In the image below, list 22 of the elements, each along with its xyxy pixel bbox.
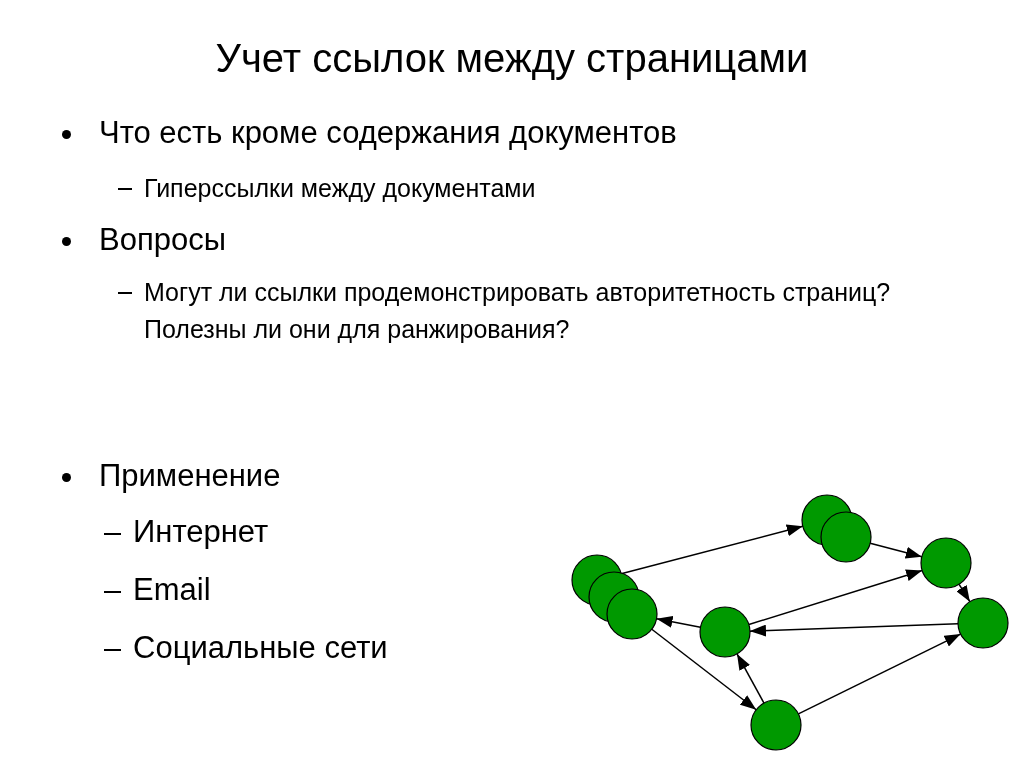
arrow — [869, 542, 923, 559]
arrow — [956, 583, 971, 603]
arrow — [749, 623, 959, 637]
bullet-text: Применение — [99, 457, 282, 495]
bullet-text: Вопросы — [99, 221, 227, 259]
bullet-text: Что есть кроме содержания документов — [99, 114, 678, 152]
arrow — [651, 628, 757, 711]
sub-bullet-text: Могут ли ссылки продемонстрировать авторитетность страниц? Полезны ли они для ранжирования? — [144, 277, 892, 345]
sub-bullet-text: Email — [133, 571, 211, 609]
graph-node-circle — [606, 588, 658, 640]
arrow — [736, 653, 765, 704]
slide-title: Учет ссылок между страницами — [214, 35, 810, 82]
graph-node-circle — [820, 511, 872, 563]
graph-node-circle — [957, 597, 1009, 649]
graph-node-circle — [920, 537, 972, 589]
sub-bullet-text: Социальные сети — [133, 629, 388, 667]
arrow — [797, 633, 962, 715]
sub-bullet-text: Гиперссылки между документами — [144, 173, 537, 204]
graph-node-circle — [750, 699, 802, 751]
sub-bullet-text: Интернет — [133, 513, 269, 551]
arrow — [748, 569, 923, 626]
graph-node-circle — [699, 606, 751, 658]
